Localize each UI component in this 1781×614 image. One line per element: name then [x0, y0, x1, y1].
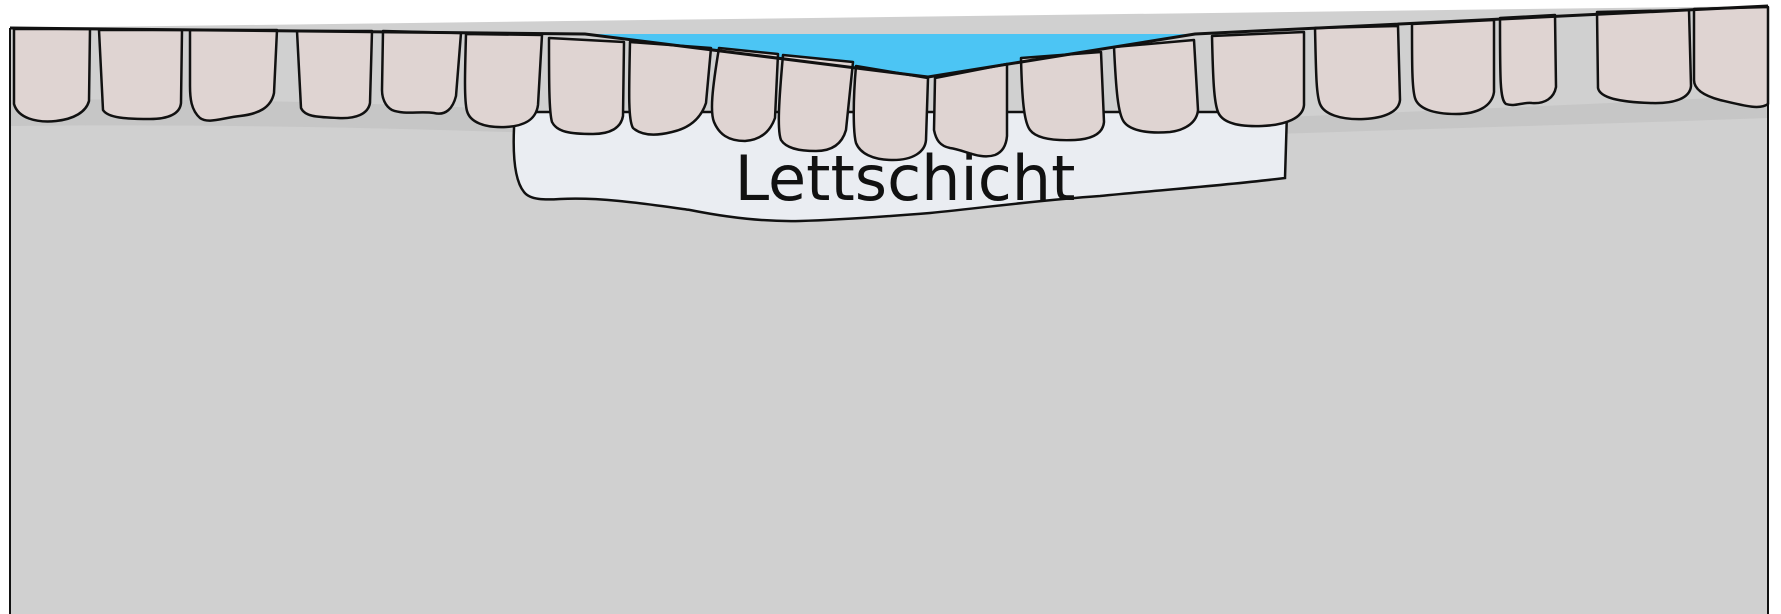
lettschicht-label: Lettschicht [735, 142, 1076, 215]
stone-4 [297, 31, 372, 118]
stone-3 [190, 30, 277, 121]
stone-7 [549, 38, 624, 134]
stone-20 [1694, 7, 1768, 107]
stone-2 [99, 30, 182, 119]
stone-19 [1597, 10, 1691, 103]
stone-16 [1315, 26, 1400, 119]
stone-1 [14, 29, 90, 121]
stone-9 [712, 48, 778, 141]
stone-18 [1500, 15, 1556, 105]
stone-6 [465, 34, 542, 127]
stone-5 [382, 31, 461, 114]
stone-10 [779, 55, 853, 151]
stone-13 [1021, 52, 1104, 140]
stone-14 [1114, 40, 1198, 133]
stone-15 [1212, 32, 1304, 126]
stone-17 [1412, 20, 1494, 114]
